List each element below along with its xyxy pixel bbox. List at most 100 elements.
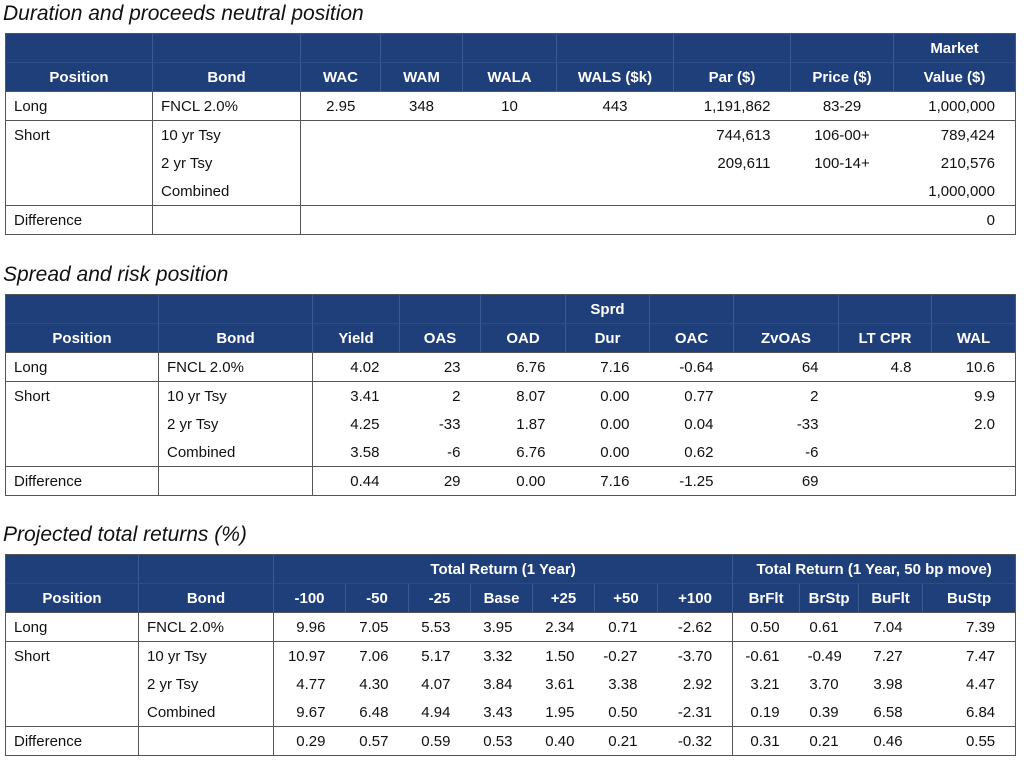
header-cell-top — [838, 294, 932, 324]
value-cell: 10 — [462, 91, 557, 121]
value-cell — [462, 205, 557, 235]
value-cell: 3.21 — [732, 670, 800, 698]
value-cell: 5.53 — [408, 612, 471, 642]
position-cell — [6, 698, 139, 727]
value-cell: 0.29 — [273, 726, 346, 756]
value-cell: 0.62 — [684, 443, 714, 461]
position-cell: Short — [5, 120, 153, 149]
value-cell — [380, 120, 463, 149]
value-cell: 3.95 — [470, 612, 533, 642]
bond-cell — [152, 205, 301, 235]
bond-cell — [158, 466, 313, 496]
column-header: -50 — [345, 583, 409, 613]
value-cell: 106-00+ — [790, 120, 894, 149]
column-header: Yield — [312, 323, 400, 353]
value-cell: 3.70 — [809, 675, 839, 693]
column-header: +100 — [656, 583, 734, 613]
position-cell: Long — [5, 91, 153, 121]
value-cell — [300, 205, 381, 235]
bond-cell: 2 yr Tsy — [152, 149, 301, 177]
value-cell: 0.50 — [608, 703, 638, 721]
value-cell: 0.21 — [799, 726, 859, 756]
value-cell: -2.31 — [677, 703, 713, 721]
bond-cell: Combined — [138, 698, 274, 727]
value-cell: 4.8 — [838, 352, 932, 382]
value-cell: 29 — [399, 466, 481, 496]
column-header: +25 — [532, 583, 595, 613]
value-cell: 3.38 — [608, 675, 638, 693]
bond-cell: 10 yr Tsy — [152, 120, 301, 149]
column-header: BrStp — [799, 583, 860, 613]
value-cell: -0.32 — [657, 726, 733, 756]
value-cell: 10.6 — [931, 352, 1016, 382]
header-row-top: Total Return (1 Year)Total Return (1 Yea… — [5, 554, 1017, 584]
bond-cell: FNCL 2.0% — [138, 612, 274, 642]
value-cell: -0.64 — [649, 352, 734, 382]
value-cell: 209,611 — [717, 154, 771, 172]
position-cell: Difference — [5, 466, 159, 496]
column-header: WAL — [931, 323, 1016, 353]
column-header: Dur — [565, 323, 650, 353]
position-cell: Difference — [5, 205, 153, 235]
value-cell — [463, 177, 557, 206]
header-group-total-return: Total Return (1 Year) — [272, 554, 734, 584]
position-cell — [6, 149, 153, 177]
value-cell: -6 — [447, 443, 461, 461]
value-cell: 2 — [733, 381, 839, 410]
value-cell: 4.07 — [421, 675, 451, 693]
value-cell: 7.05 — [345, 612, 409, 642]
column-header: BrFlt — [732, 583, 801, 613]
value-cell: 10.97 — [273, 641, 346, 670]
value-cell: 6.76 — [516, 443, 546, 461]
header-row-top: Sprd — [5, 294, 1016, 324]
position-cell — [6, 438, 159, 467]
column-header: WALS ($k) — [556, 62, 674, 92]
value-cell: 3.84 — [483, 675, 513, 693]
value-cell: 8.07 — [480, 381, 566, 410]
section-title-duration: Duration and proceeds neutral position — [3, 2, 364, 25]
value-cell: 6.58 — [873, 703, 903, 721]
value-cell: 0.53 — [470, 726, 533, 756]
column-header: OAS — [399, 323, 481, 353]
header-cell-top — [462, 33, 557, 63]
value-cell: 3.58 — [312, 438, 400, 467]
value-cell — [381, 177, 463, 206]
total-returns-table: Total Return (1 Year)Total Return (1 Yea… — [5, 554, 1017, 756]
header-cell-top — [152, 33, 301, 63]
position-cell — [6, 410, 159, 438]
value-cell: 64 — [733, 352, 839, 382]
value-cell: 1,191,862 — [673, 91, 791, 121]
header-cell-top — [312, 294, 400, 324]
value-cell: 7.06 — [345, 641, 409, 670]
column-header: WAC — [300, 62, 381, 92]
value-cell: 210,576 — [940, 154, 995, 172]
value-cell: 1.50 — [532, 641, 595, 670]
column-header: +50 — [594, 583, 658, 613]
header-cell-top — [158, 294, 313, 324]
value-cell — [300, 149, 381, 177]
value-cell: 0.19 — [732, 698, 800, 727]
value-cell: 744,613 — [673, 120, 791, 149]
value-cell: 4.47 — [965, 675, 996, 693]
value-cell — [556, 205, 674, 235]
position-cell: Short — [5, 381, 159, 410]
bond-cell — [138, 726, 274, 756]
header-cell-empty — [5, 554, 139, 584]
value-cell: 1,000,000 — [893, 91, 1016, 121]
position-cell: Difference — [5, 726, 139, 756]
value-cell: -2.62 — [657, 612, 733, 642]
value-cell: 4.25 — [312, 410, 400, 438]
value-cell — [557, 149, 674, 177]
value-cell: 0.39 — [809, 703, 839, 721]
value-cell: 0.44 — [312, 466, 400, 496]
value-cell: -3.70 — [657, 641, 733, 670]
value-cell: 3.61 — [545, 675, 575, 693]
value-cell: 1.95 — [545, 703, 575, 721]
